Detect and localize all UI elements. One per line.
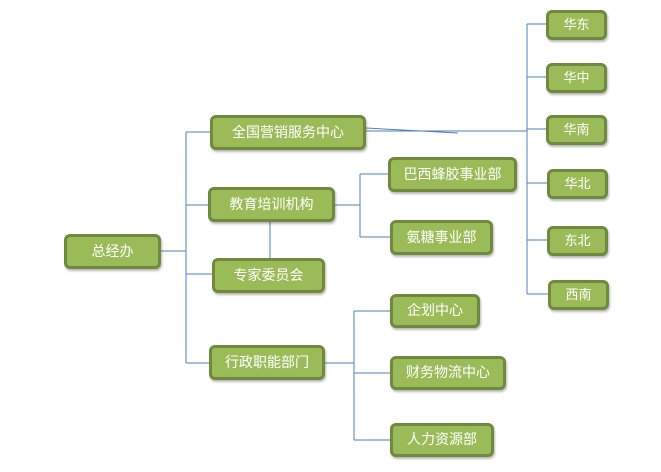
node-region-huabei: 华北 (547, 169, 608, 199)
node-expert-committee: 专家委员会 (212, 258, 325, 293)
node-planning-center: 企划中心 (390, 294, 480, 328)
node-glucosamine-division: 氨糖事业部 (390, 220, 493, 255)
node-region-huanan: 华南 (546, 115, 607, 145)
node-region-xinan: 西南 (548, 280, 609, 310)
node-hr-department: 人力资源部 (390, 423, 494, 457)
node-region-huadong: 华东 (546, 10, 607, 40)
node-region-dongbei: 东北 (547, 226, 608, 256)
node-region-huazhong: 华中 (546, 63, 607, 93)
node-admin-departments: 行政职能部门 (209, 345, 325, 380)
node-training-institute: 教育培训机构 (208, 187, 335, 222)
node-general-office: 总经办 (64, 234, 161, 269)
node-finance-logistics-center: 财务物流中心 (390, 356, 506, 390)
node-sales-service-center: 全国营销服务中心 (210, 115, 366, 150)
node-propolis-division: 巴西蜂胶事业部 (388, 157, 517, 192)
connector-sales-out-2 (365, 127, 459, 134)
